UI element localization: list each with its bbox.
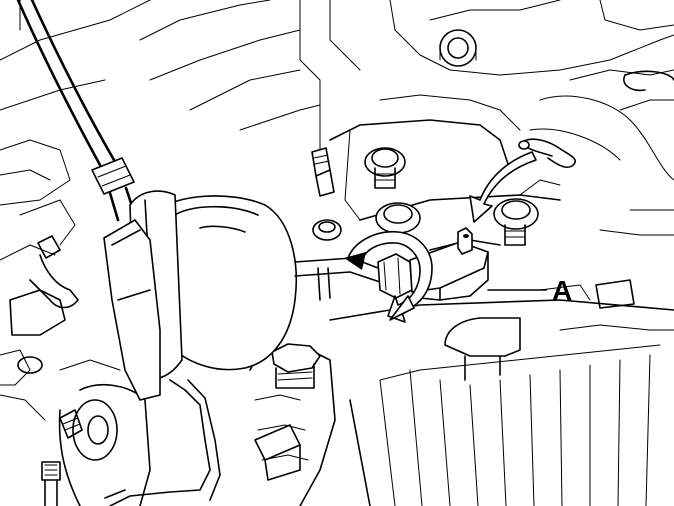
cotter-pin-icon bbox=[518, 138, 577, 169]
callout-a-label: A bbox=[552, 275, 572, 306]
rotation-arrow-icon bbox=[344, 230, 433, 323]
vacuum-hose bbox=[16, 0, 136, 222]
insertion-arrow-icon bbox=[469, 151, 537, 223]
vacuum-actuator-icon bbox=[103, 190, 381, 506]
callout-a: A bbox=[487, 275, 572, 306]
